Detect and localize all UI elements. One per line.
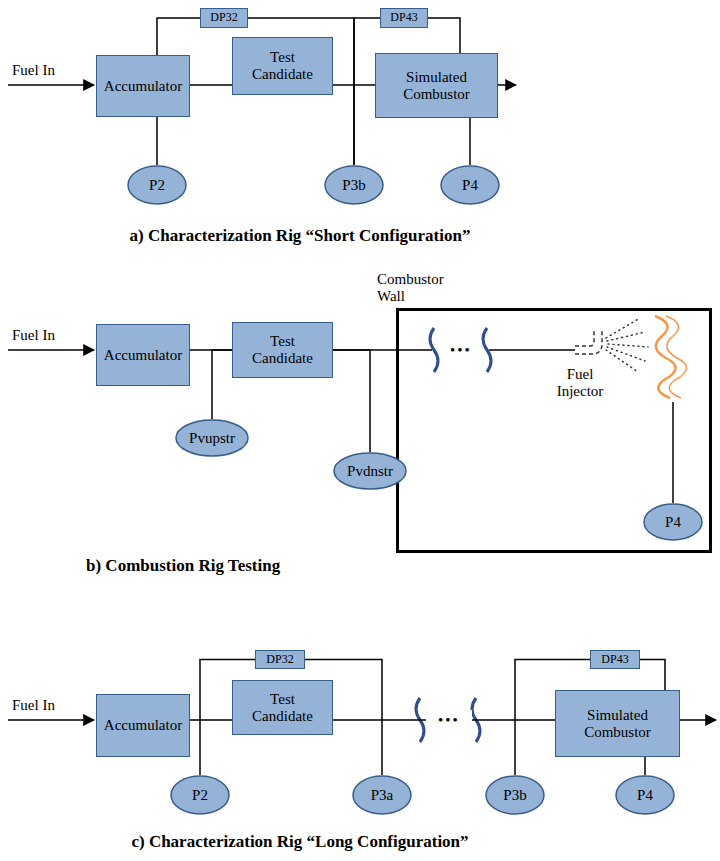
- line-break-dots: •••: [440, 340, 482, 360]
- sensor-outline: [325, 166, 383, 204]
- node-text: DP32: [266, 653, 293, 666]
- node-text: Test Candidate: [238, 333, 327, 367]
- node-text: Test Candidate: [238, 49, 327, 83]
- sensor-outline: [616, 776, 674, 814]
- pressure-sensor: P2: [170, 775, 230, 815]
- panel-caption: a) Characterization Rig “Short Configura…: [70, 226, 530, 245]
- fuel-inlet-arrow: [8, 349, 94, 351]
- panel-caption: c) Characterization Rig “Long Configurat…: [70, 832, 530, 851]
- node-text: Pvupstr: [189, 430, 235, 447]
- fuel-line: [489, 349, 575, 351]
- fuel-line: [399, 349, 432, 351]
- sensor-outline: [128, 166, 186, 204]
- node-text: P3a: [371, 787, 394, 804]
- fuel-inlet-arrow: [8, 719, 94, 721]
- pipe-connector: [190, 84, 232, 86]
- node-text: P2: [149, 177, 165, 194]
- process-box: Accumulator: [96, 694, 190, 757]
- pipe-connector: [333, 350, 370, 452]
- sensor-outline: [353, 776, 411, 814]
- fuel-spray: [606, 318, 648, 372]
- node-text: Test Candidate: [238, 691, 327, 725]
- node-text: DP32: [210, 11, 237, 24]
- process-box: Test Candidate: [232, 37, 333, 95]
- sensor-box: DP43: [380, 8, 428, 28]
- line-break-bracket: [430, 328, 438, 372]
- part-label: Fuel Injector: [548, 366, 612, 400]
- outlet-arrow: [498, 84, 516, 86]
- inlet-label: Fuel In: [12, 62, 55, 79]
- node-text: Pvdnstr: [347, 463, 393, 480]
- node-text: Simulated Combustor: [381, 69, 492, 103]
- pressure-sensor: Pvupstr: [175, 419, 249, 457]
- inlet-label: Fuel In: [12, 697, 55, 714]
- pressure-sensor: P3b: [485, 775, 545, 815]
- node-text: P4: [665, 514, 681, 531]
- sensor-outline: [176, 420, 248, 456]
- pipe-connector: [428, 18, 460, 53]
- outlet-arrow: [680, 719, 716, 721]
- sensor-box: DP32: [255, 650, 305, 669]
- pipe-connector: [469, 118, 471, 165]
- sensor-outline: [644, 504, 702, 540]
- process-box: Simulated Combustor: [375, 53, 498, 118]
- pressure-sensor: P4: [615, 775, 675, 815]
- process-box: Accumulator: [96, 324, 190, 386]
- line-break-dots: •••: [426, 710, 472, 730]
- pressure-sensor: Pvdnstr: [333, 452, 407, 490]
- process-box: Test Candidate: [232, 322, 333, 378]
- node-text: Accumulator: [104, 717, 182, 734]
- sensor-outline: [441, 166, 499, 204]
- fuel-inlet-arrow: [8, 84, 94, 86]
- node-text: P2: [192, 787, 208, 804]
- pressure-sensor: P3b: [324, 165, 384, 205]
- node-text: Accumulator: [104, 347, 182, 364]
- panel-caption: b) Combustion Rig Testing: [86, 556, 280, 575]
- node-text: P4: [637, 787, 653, 804]
- node-text: DP43: [601, 653, 628, 666]
- node-text: Accumulator: [104, 78, 182, 95]
- pressure-sensor: P4: [643, 503, 703, 541]
- sensor-outline: [171, 776, 229, 814]
- pipe-connector: [212, 350, 232, 419]
- node-text: P3b: [342, 177, 365, 194]
- sensor-outline: [334, 453, 406, 489]
- sensor-box: DP43: [590, 650, 640, 669]
- node-text: Simulated Combustor: [561, 707, 674, 741]
- pipe-connector: [644, 757, 646, 775]
- pressure-sensor: P4: [440, 165, 500, 205]
- sensor-outline: [486, 776, 544, 814]
- box-heading: Combustor Wall: [377, 271, 453, 305]
- pipe-connector: [190, 719, 232, 721]
- fuel-injector-symbol: [575, 330, 602, 354]
- inlet-label: Fuel In: [12, 327, 55, 344]
- pipe-connector: [640, 660, 665, 691]
- node-text: P3b: [503, 787, 526, 804]
- process-box: Test Candidate: [232, 680, 333, 735]
- node-text: DP43: [390, 11, 417, 24]
- pressure-sensor: P3a: [352, 775, 412, 815]
- node-text: P4: [462, 177, 478, 194]
- flame: [655, 316, 676, 398]
- process-box: Simulated Combustor: [555, 690, 680, 757]
- sensor-box: DP32: [200, 8, 248, 28]
- process-box: Accumulator: [96, 55, 190, 117]
- sensor-tap-line: [672, 402, 674, 503]
- flame: [666, 316, 687, 398]
- pressure-sensor: P2: [127, 165, 187, 205]
